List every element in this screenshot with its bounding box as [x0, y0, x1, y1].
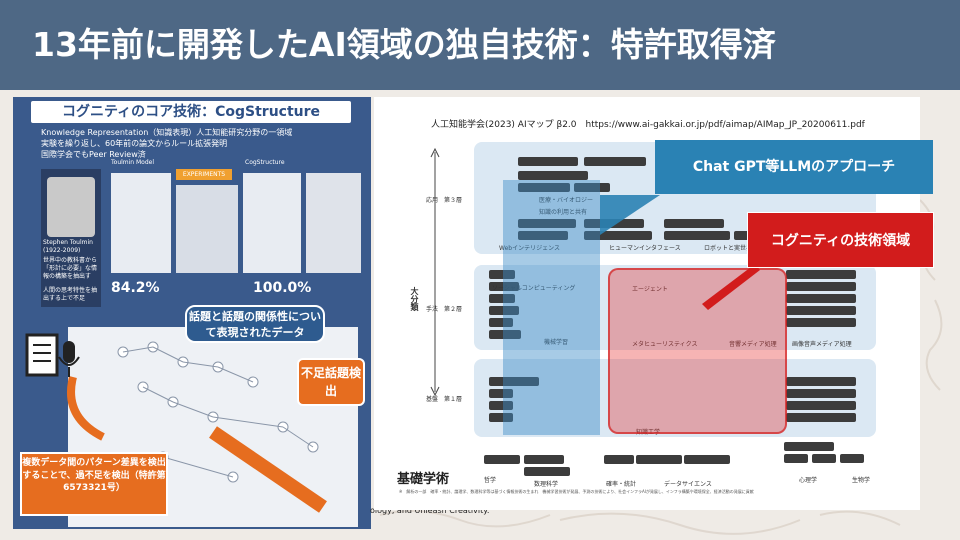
cogstructure-label: CogStructure	[245, 159, 285, 166]
level-label-1: 基盤 第１層	[426, 396, 463, 403]
field-philosophy: 哲学	[484, 477, 497, 484]
foundation-label: 基礎学術	[397, 472, 450, 487]
ai-map-caption: 人工知能学会(2023) AIマップ β2.0 https://www.ai-g…	[431, 120, 865, 130]
field-psychology: 心理学	[799, 477, 818, 484]
slide-header: 13年前に開発したAI領域の独自技術：特許取得済	[0, 0, 960, 90]
experiments-label: EXPERIMENTS	[176, 169, 232, 180]
map-label-audio: 音響メディア処理	[729, 341, 777, 348]
level-label-2: 手法 第２層	[426, 306, 463, 313]
map-footnote: ※ 解析の一部 確率・統計、論理学、数理科学等は基づく情報技術の生まれ 機械学習…	[399, 489, 754, 494]
map-label-knowledge: 知識の利用と共有	[539, 209, 588, 216]
photo-description: 世界中の教科書から「形計に必要」な情報の構築を抽出す	[43, 257, 98, 280]
map-label-agent: エージェント	[632, 286, 668, 293]
field-data-science: データサイエンス	[664, 481, 712, 488]
map-label-web: Webインテリジェンス	[499, 245, 560, 252]
description-line: 実験を繰り返し、60年前の論文からルール拡張発明	[41, 139, 228, 148]
topic-relation-callout: 話題と話題の関係性について表現されたデータ	[185, 305, 325, 343]
field-stats: 確率・統計	[606, 481, 637, 488]
llm-region	[503, 180, 600, 435]
llm-callout-pointer	[600, 195, 660, 235]
map-label-robot: ロボットと実世界	[704, 245, 753, 252]
cognity-region	[608, 268, 787, 434]
cogstructure-table	[243, 173, 301, 273]
pattern-detection-box: 複数データ間のパターン差異を検出することで、過不足を検出（特許第6573321号…	[20, 452, 168, 516]
tagline-fragment: ology, and Unleash Creativity.	[370, 506, 490, 515]
cogstructure-title: コグニティのコア技術：CogStructure	[31, 101, 351, 123]
slide-title: 13年前に開発したAI領域の独自技術：特許取得済	[32, 25, 776, 64]
level-label-3: 応用 第３層	[426, 197, 463, 204]
map-label-ml: 機械学習	[544, 339, 569, 346]
field-biology: 生物学	[852, 477, 871, 484]
description-line: 国際学会でもPeer Review済	[41, 150, 146, 159]
level-arrow	[430, 147, 440, 397]
llm-approach-callout: Chat GPT等LLMのアプローチ	[655, 140, 933, 194]
toulmin-table	[111, 173, 171, 273]
foundation-band	[474, 359, 876, 437]
map-label-medical: 医療・バイオロジー	[539, 197, 594, 204]
field-math: 数理科学	[534, 481, 559, 488]
photo-caption: Stephen Toulmin (1922-2009)	[43, 239, 93, 254]
cogstructure-percent: 100.0%	[253, 280, 312, 296]
portrait-image	[47, 177, 95, 237]
cognity-callout-pointer	[702, 264, 760, 310]
toulmin-percent: 84.2%	[111, 280, 160, 296]
description-line: Knowledge Representation（知識表現）人工知能研究分野の一…	[41, 128, 293, 137]
missing-topic-callout: 不足話題検出	[297, 358, 365, 406]
experiments-image	[176, 185, 238, 273]
map-label-image: 画像音声メディア処理	[792, 341, 852, 348]
map-label-meta: メタヒューリスティクス	[632, 341, 698, 348]
toulmin-photo: Stephen Toulmin (1922-2009) 世界中の教科書から「形計…	[41, 169, 101, 329]
cogstructure-description: Knowledge Representation（知識表現）人工知能研究分野の一…	[41, 127, 292, 160]
document-microphone-icon	[25, 333, 80, 377]
toulmin-model-label: Toulmin Model	[111, 159, 155, 166]
photo-description-2: 人間の思考特性を抽出する上で不足	[43, 287, 98, 302]
map-label-hi: ヒューマンインタフェース	[609, 245, 681, 252]
map-label-social: ソーシャルコンピューティング	[492, 285, 576, 292]
axis-label: 大分類	[410, 287, 419, 311]
papers-image	[306, 173, 361, 273]
cognity-domain-callout: コグニティの技術領域	[747, 212, 934, 268]
ai-map: 人工知能学会(2023) AIマップ β2.0 https://www.ai-g…	[374, 97, 920, 510]
